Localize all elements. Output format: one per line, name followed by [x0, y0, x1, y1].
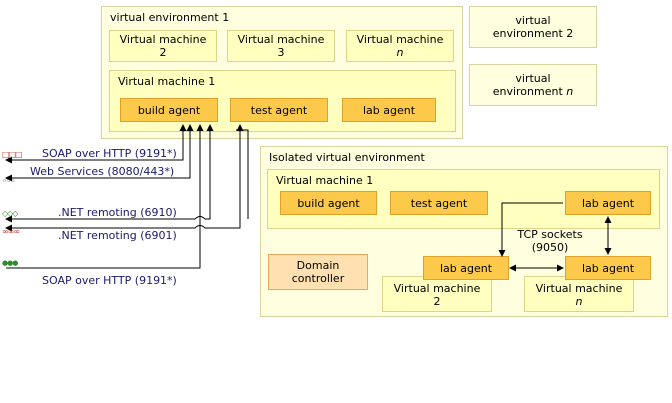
conn-marker-remoting-6910: ◇◇◇	[2, 209, 19, 218]
line-test-agent	[236, 129, 249, 219]
conn-label-remoting-6901: .NET remoting (6901)	[58, 229, 177, 242]
conn-label-web-services: Web Services (8080/443*)	[30, 165, 175, 178]
isolated-build-agent: build agent	[280, 191, 377, 215]
isolated-vmn-lab-agent: lab agent	[565, 256, 651, 280]
tcp-sockets-label: TCP sockets(9050)	[517, 228, 583, 254]
conn-marker-remoting-6901: ∞∞∞	[2, 227, 20, 236]
conn-label-remoting-6910: .NET remoting (6910)	[58, 206, 177, 219]
virtual-environment-n: virtual environment n	[469, 64, 597, 106]
line-remoting-6901	[5, 124, 244, 232]
isolated-vm2-lab-agent: lab agent	[423, 256, 509, 280]
conn-label-soap-bottom: SOAP over HTTP (9191*)	[42, 274, 177, 287]
isolated-vm1-title: Virtual machine 1	[276, 174, 374, 187]
env1-vm1-title: Virtual machine 1	[118, 75, 216, 88]
line-tcp-vm1-to-vm2	[498, 202, 563, 257]
isolated-test-agent: test agent	[390, 191, 488, 215]
line-soap-bottom	[6, 124, 204, 269]
conn-marker-soap-top: □□□	[2, 150, 23, 159]
env1-build-agent: build agent	[120, 98, 218, 122]
conn-label-soap-top: SOAP over HTTP (9191*)	[42, 147, 177, 160]
isolated-title: Isolated virtual environment	[269, 151, 425, 164]
env1-test-agent: test agent	[230, 98, 328, 122]
conn-marker-web-services: ◦◦◦	[2, 177, 16, 187]
env1-lab-agent: lab agent	[342, 98, 436, 122]
isolated-vm1-lab-agent: lab agent	[565, 191, 651, 215]
env1-title: virtual environment 1	[110, 11, 230, 24]
conn-marker-soap-bottom: ●●●	[2, 259, 18, 267]
